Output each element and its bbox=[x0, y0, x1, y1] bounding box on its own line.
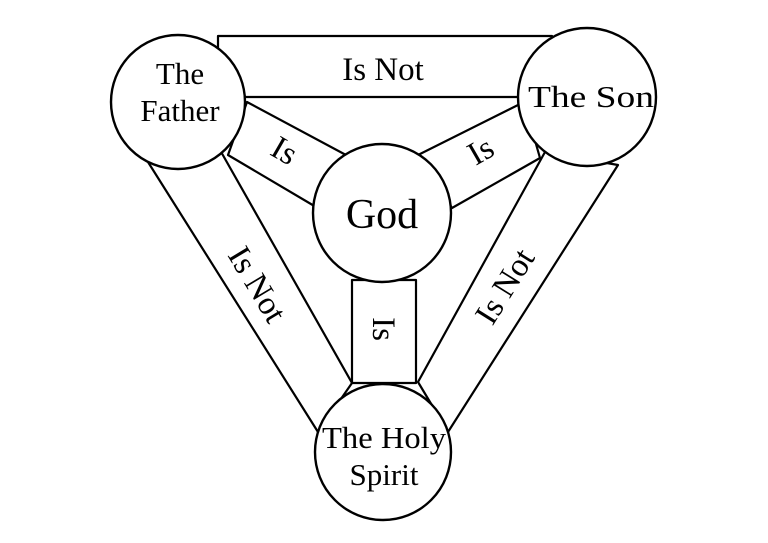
node-father bbox=[109, 33, 247, 171]
edge-label-father-son: Is Not bbox=[342, 52, 424, 88]
son-label: The Son bbox=[528, 79, 655, 114]
father-label-line2: Father bbox=[140, 93, 220, 128]
node-god bbox=[311, 142, 453, 284]
node-spirit bbox=[313, 382, 453, 522]
god-label: God bbox=[346, 192, 418, 238]
spirit-label-line2: Spirit bbox=[350, 457, 419, 492]
edge-label-spirit-god: Is bbox=[365, 317, 401, 341]
father-label-line1: The bbox=[156, 56, 204, 91]
spirit-label-line1: The Holy bbox=[322, 420, 447, 455]
node-son bbox=[516, 26, 658, 168]
